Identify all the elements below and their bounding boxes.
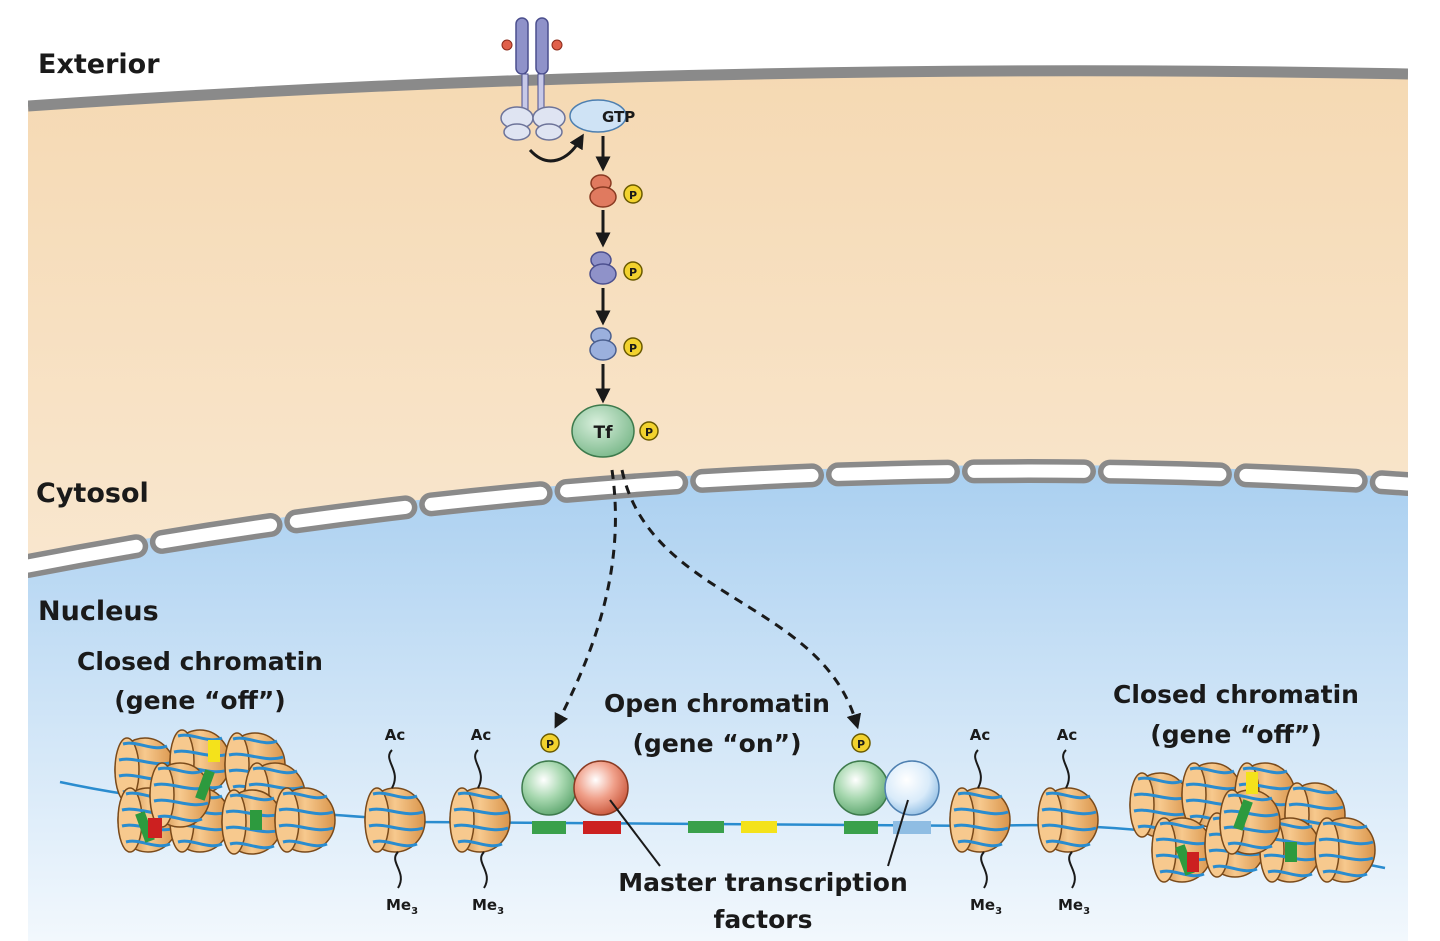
svg-text:P: P	[629, 189, 637, 202]
activation-arrow	[528, 133, 584, 163]
acetyl-mark: Ac	[471, 726, 492, 744]
closed-chromatin-left-title: Closed chromatin	[77, 647, 323, 676]
phospho-icon	[639, 421, 659, 441]
closed-chromatin-right-title: Closed chromatin	[1113, 680, 1359, 709]
kinase-1: P	[589, 174, 643, 208]
methyl-mark: Me3	[970, 896, 1002, 917]
closed-chromatin-right-subtitle: (gene “off”)	[1150, 720, 1321, 749]
closed-chromatin-left	[113, 728, 337, 856]
phospho-icon	[623, 261, 643, 281]
enhancer-element	[688, 821, 724, 833]
nucleosome-ac-me-3	[948, 749, 1012, 889]
master-tf-pair-left: P	[521, 733, 629, 834]
kinase-3: P	[589, 327, 643, 361]
kinase-2: P	[589, 251, 643, 285]
methyl-mark: Me3	[1058, 896, 1090, 917]
nuclear-import-arrows	[554, 469, 862, 730]
gtp-label: GTP	[602, 108, 635, 126]
nucleosome-ac-me-4	[1036, 749, 1100, 889]
receptor	[500, 17, 566, 141]
svg-text:P: P	[629, 266, 637, 279]
methyl-mark: Me3	[386, 896, 418, 917]
phospho-icon	[851, 733, 871, 753]
ligand-icon	[501, 39, 513, 51]
plasma-membrane	[28, 65, 1408, 112]
tf-label: Tf	[594, 423, 614, 443]
svg-text:P: P	[629, 342, 637, 355]
closed-chromatin-right	[1128, 761, 1377, 884]
cytosol-label: Cytosol	[36, 478, 149, 509]
gtp-protein: GTP	[569, 99, 635, 133]
nucleosome-ac-me-2	[448, 749, 512, 889]
nucleus-label: Nucleus	[38, 596, 159, 627]
acetyl-mark: Ac	[1057, 726, 1078, 744]
svg-text:P: P	[546, 738, 554, 751]
leader-line	[609, 799, 661, 867]
svg-text:P: P	[645, 426, 653, 439]
master-tf-label-2: factors	[714, 905, 813, 934]
open-chromatin-subtitle: (gene “on”)	[633, 729, 802, 758]
open-chromatin-title: Open chromatin	[604, 689, 830, 718]
leader-line	[887, 799, 909, 867]
master-tf-label: Master transcription	[618, 868, 908, 897]
master-tf-pair-right: P	[833, 733, 940, 834]
closed-chromatin-left-subtitle: (gene “off”)	[114, 686, 285, 715]
phospho-icon	[540, 733, 560, 753]
enhancer-element	[741, 821, 777, 833]
phospho-icon	[623, 337, 643, 357]
nucleosome-ac-me-1	[363, 749, 427, 889]
exterior-label: Exterior	[38, 49, 160, 80]
acetyl-mark: Ac	[385, 726, 406, 744]
phospho-icon	[623, 184, 643, 204]
acetyl-mark: Ac	[970, 726, 991, 744]
svg-text:P: P	[857, 738, 865, 751]
transcription-factor: Tf P	[571, 404, 659, 458]
methyl-mark: Me3	[472, 896, 504, 917]
